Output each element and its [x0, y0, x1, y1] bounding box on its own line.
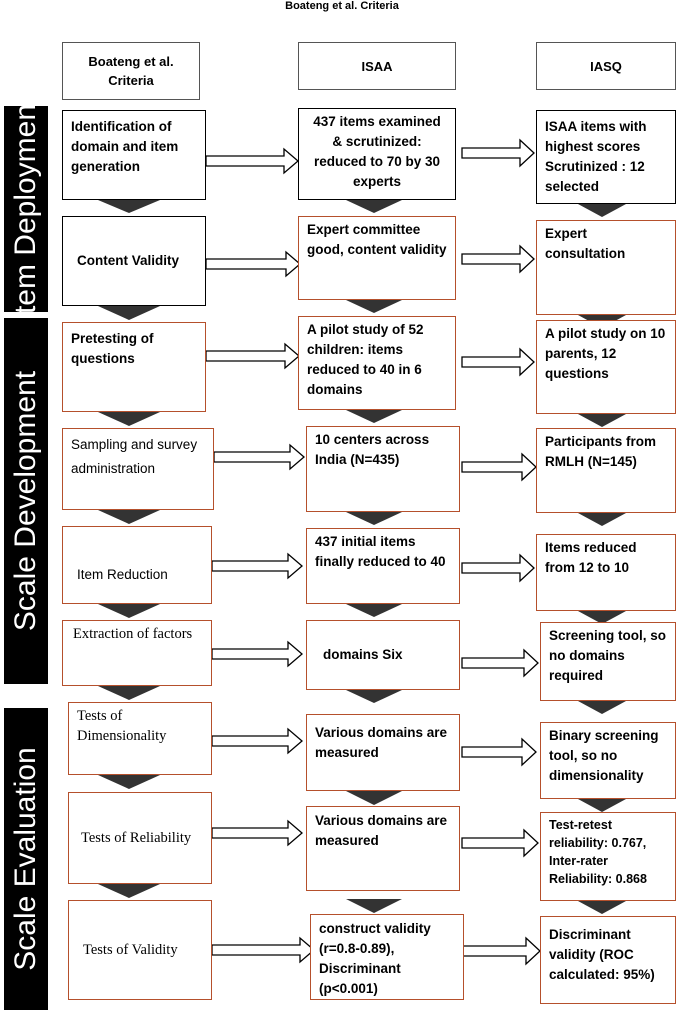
boateng-item-reduction-box: Item Reduction	[62, 526, 212, 604]
boateng-sampling-box: Sampling and survey administration	[62, 428, 214, 510]
column-header-isaa: ISAA	[298, 42, 456, 90]
phase-scale-evaluation: Scale Evaluation	[4, 708, 48, 1010]
diagram-title: Boateng et al. Criteria	[285, 0, 399, 12]
iasq-pretesting-box: A pilot study on 10 parents, 12 question…	[536, 320, 676, 414]
isaa-item-generation-box: 437 items examined & scrutinized: reduce…	[298, 108, 456, 200]
iasq-dimensionality-box: Binary screening tool, so no dimensional…	[540, 722, 676, 799]
iasq-item-reduction-box: Items reduced from 12 to 10	[536, 534, 676, 611]
iasq-extraction-box: Screening tool, so no domains required	[540, 622, 676, 701]
isaa-sampling-box: 10 centers across India (N=435)	[306, 426, 460, 512]
boateng-dimensionality-box: Tests of Dimensionality	[68, 702, 212, 775]
iasq-reliability-box: Test-retest reliability: 0.767, Inter-ra…	[540, 812, 676, 901]
isaa-validity-box: construct validity (r=0.8-0.89), Discrim…	[310, 914, 464, 1000]
boateng-validity-box: Tests of Validity	[68, 900, 212, 1000]
isaa-dimensionality-box: Various domains are measured	[306, 714, 460, 791]
isaa-content-validity-box: Expert committee good, content validity	[298, 216, 456, 300]
isaa-extraction-box: domains Six	[306, 620, 460, 690]
right-arrows	[205, 138, 541, 966]
isaa-item-reduction-box: 437 initial items finally reduced to 40	[306, 528, 460, 604]
iasq-validity-box: Discriminant validity (ROC calculated: 9…	[540, 916, 676, 1004]
column-header-boateng: Boateng et al. Criteria	[62, 42, 200, 100]
boateng-extraction-box: Extraction of factors	[62, 620, 212, 686]
iasq-content-validity-box: Expert consultation	[536, 220, 676, 315]
boateng-reliability-box: Tests of Reliability	[68, 792, 212, 884]
boateng-pretesting-box: Pretesting of questions	[62, 322, 206, 412]
isaa-pretesting-box: A pilot study of 52 children: items redu…	[298, 316, 456, 410]
iasq-item-generation-box: ISAA items with highest scores Scrutiniz…	[536, 110, 676, 204]
down-arrows	[98, 200, 626, 914]
boateng-identification-box: Identification of domain and item genera…	[62, 110, 206, 200]
column-header-iasq: IASQ	[536, 42, 676, 90]
phase-scale-development: Scale Development	[4, 318, 48, 684]
boateng-content-validity-box: Content Validity	[62, 216, 206, 306]
iasq-sampling-box: Participants from RMLH (N=145)	[536, 428, 676, 513]
isaa-reliability-box: Various domains are measured	[306, 806, 460, 891]
phase-item-deployment: Item Deployment	[4, 106, 48, 312]
